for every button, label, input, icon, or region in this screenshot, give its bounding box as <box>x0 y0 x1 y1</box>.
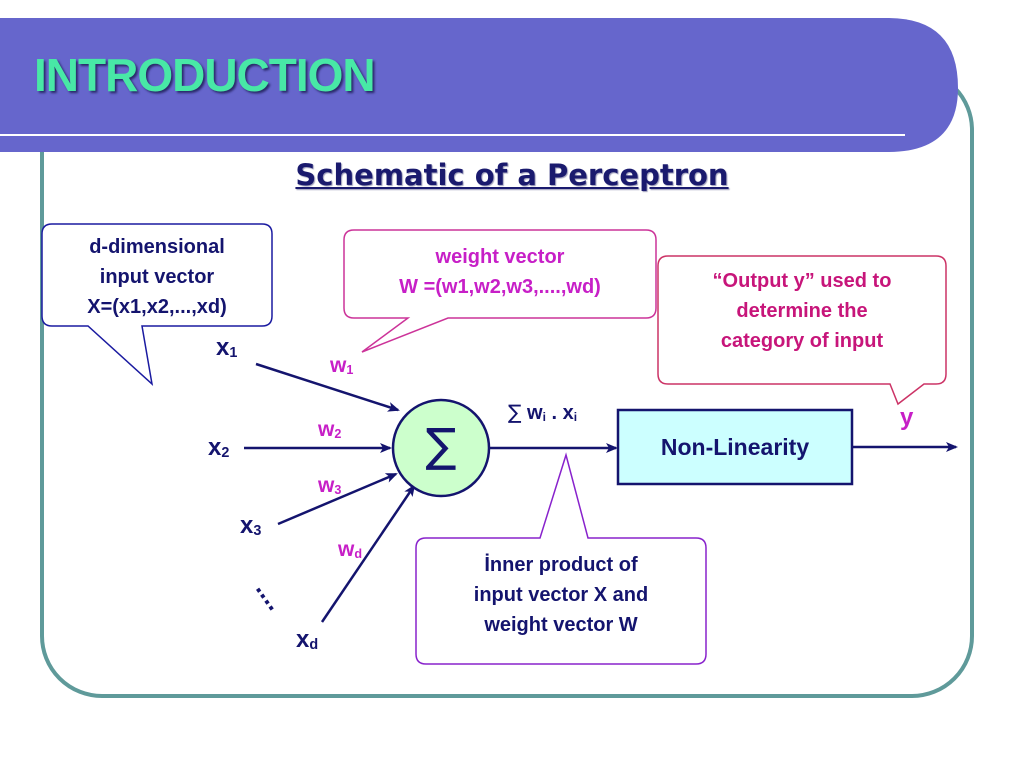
weight-callout-box <box>343 229 657 353</box>
input-x3-base: x <box>240 512 254 539</box>
sum-expression: ∑ wi . xi <box>508 400 577 425</box>
weight-label-w1: w1 <box>330 354 353 378</box>
weight-wd-base: w <box>338 538 355 561</box>
weight-w3-sub: 3 <box>334 482 342 497</box>
weight-label-w3: w3 <box>318 474 341 498</box>
weight-label-w2: w2 <box>318 418 341 442</box>
input-label-x2: x2 <box>208 434 229 462</box>
weight-wd-sub: d <box>354 546 363 561</box>
input-arrow-3 <box>277 472 398 526</box>
input-callout-box <box>41 223 273 387</box>
output-callout-line-1: “Output y” used to <box>712 270 892 292</box>
header-bar <box>0 18 958 152</box>
output-callout-line-3: category of input <box>720 330 884 352</box>
slide-subtitle: Schematic of a Perceptron <box>295 158 729 192</box>
weight-callout-text: weight vector W =(w1,w2,w3,....,wd) <box>344 242 656 302</box>
input-callout-line-2: input vector <box>99 266 215 288</box>
output-callout-line-2: determine the <box>736 300 868 322</box>
output-callout-box <box>657 255 947 406</box>
input-xd-sub: d <box>309 637 319 654</box>
input-arrow-1 <box>255 362 400 412</box>
weight-w2-base: w <box>318 418 335 441</box>
weight-w3-base: w <box>318 474 335 497</box>
weight-w1-base: w <box>330 354 347 377</box>
input-callout-line-3: X=(x1,x2,...,xd) <box>87 296 227 318</box>
output-label-y: y <box>900 404 914 431</box>
input-xd-base: x <box>296 626 310 653</box>
input-x3-sub: 3 <box>253 523 262 540</box>
weight-callout-line-2: W =(w1,w2,w3,....,wd) <box>399 276 601 298</box>
summation-node <box>391 398 491 498</box>
sum-expression-sigma: ∑ <box>508 400 522 424</box>
sum-expression-w: w <box>527 402 543 424</box>
input-label-x1: x1 <box>216 334 237 362</box>
input-label-xd: xd <box>296 626 318 654</box>
nonlinearity-label: Non-Linearity <box>660 433 810 460</box>
weight-w2-sub: 2 <box>334 426 342 441</box>
inner-callout-line-3: weight vector W <box>484 614 638 636</box>
input-label-x3: x3 <box>240 512 261 540</box>
inner-callout-line-1: İnner product of <box>484 554 638 576</box>
summation-symbol: ∑ <box>425 418 457 472</box>
sum-expression-wsub: i <box>542 409 546 424</box>
input-x1-sub: 1 <box>229 345 238 362</box>
inner-callout-text: İnner product of input vector X and weig… <box>416 550 706 640</box>
sum-expression-dot: . <box>545 402 563 424</box>
sum-expression-x: x <box>562 402 574 424</box>
input-callout-text: d-dimensional input vector X=(x1,x2,...,… <box>42 232 272 322</box>
sum-expression-xsub: i <box>573 409 578 424</box>
nonlinearity-box <box>616 408 854 486</box>
weight-callout-line-1: weight vector <box>435 246 565 268</box>
header-title: INTRODUCTION <box>34 49 376 101</box>
inner-callout-box <box>415 452 707 665</box>
input-x2-sub: 2 <box>221 445 230 462</box>
inner-callout-line-2: input vector X and <box>473 584 649 606</box>
weight-label-wd: wd <box>338 538 362 562</box>
input-x1-base: x <box>216 334 230 361</box>
weight-w1-sub: 1 <box>346 362 354 377</box>
input-arrow-d <box>320 484 416 623</box>
input-callout-line-1: d-dimensional <box>89 236 225 258</box>
input-x2-base: x <box>208 434 222 461</box>
output-callout-text: “Output y” used to determine the categor… <box>658 266 946 356</box>
